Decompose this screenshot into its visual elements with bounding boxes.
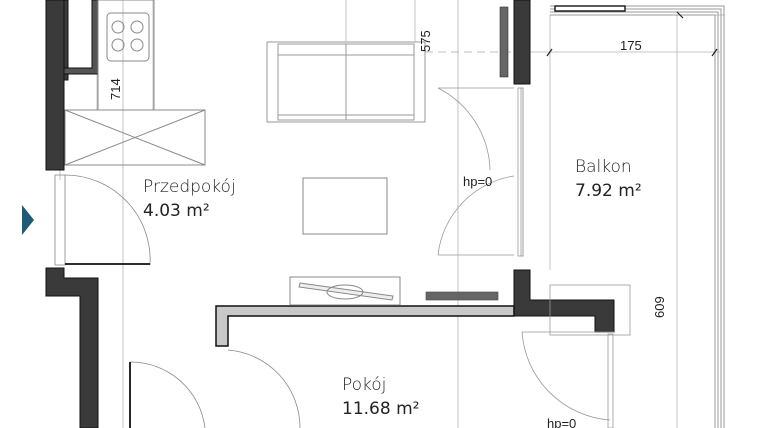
partition-wall: [215, 305, 515, 347]
sofa: [266, 41, 426, 123]
dimension-kitchen: 714: [108, 78, 123, 100]
dimension-living: 575: [418, 30, 433, 52]
dimension-balcony-width: 175: [620, 38, 642, 53]
room-label-pokoj: Pokój 11.68 m²: [342, 375, 419, 419]
exterior-walls: [45, 0, 615, 428]
room-area: 7.92 m²: [575, 181, 642, 201]
balcony-door-bottom: [521, 284, 631, 428]
room-door: [129, 349, 301, 428]
radiator-top: [499, 6, 509, 78]
balcony-railing: [550, 5, 725, 428]
door-note-bottom: hp=0: [547, 416, 576, 428]
door-note-top: hp=0: [463, 174, 492, 189]
room-area: 11.68 m²: [342, 399, 419, 419]
balcony-door-top: [437, 87, 524, 257]
room-area: 4.03 m²: [143, 201, 210, 221]
entry-arrow-icon: [22, 205, 34, 235]
radiator-bottom: [425, 291, 499, 301]
room-name: Pokój: [342, 375, 386, 395]
room-name: Przedpokój: [143, 177, 236, 197]
balcony-slab-edge: [554, 5, 626, 12]
fridge-box: [64, 109, 206, 166]
dimension-balcony-length: 609: [652, 296, 667, 318]
tv-stand: [289, 276, 401, 306]
entrance-door: [54, 174, 151, 266]
stove-icon: [106, 12, 150, 62]
room-label-balkon: Balkon 7.92 m²: [575, 157, 642, 201]
room-label-przedpokoj: Przedpokój 4.03 m²: [143, 177, 236, 221]
room-name: Balkon: [575, 157, 632, 177]
kitchen: [64, 0, 206, 166]
table: [302, 177, 388, 235]
